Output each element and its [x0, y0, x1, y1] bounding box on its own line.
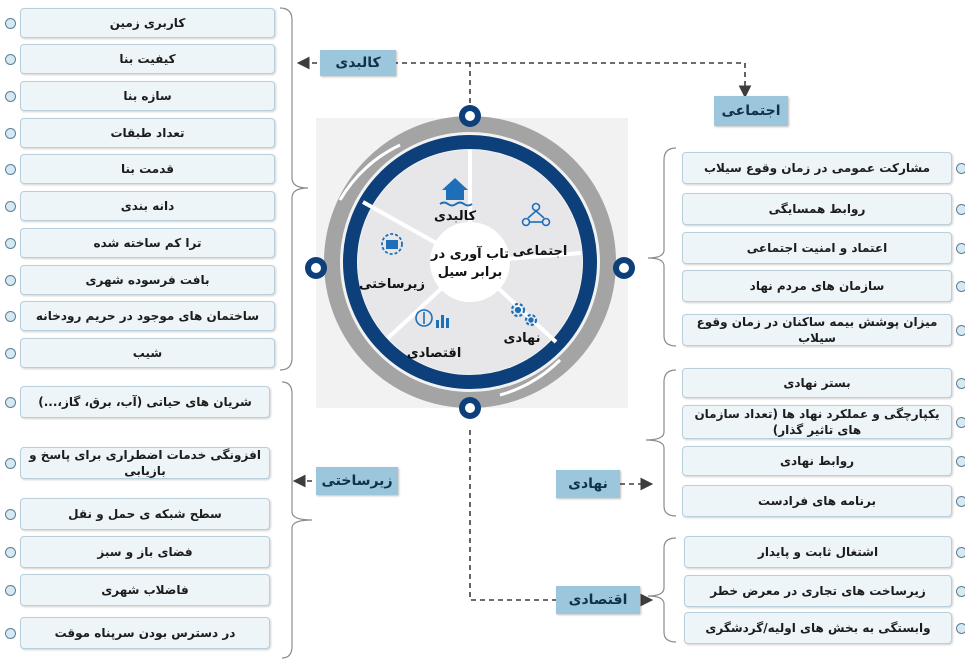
infrastructure-indicator-box: در دسترس بودن سرپناه موقت	[20, 617, 270, 649]
dark-blue-ring	[343, 135, 597, 389]
bullet-dot	[5, 53, 16, 65]
institutional-indicator-box: بستر نهادی	[682, 368, 952, 398]
institutional-indicator-box: برنامه های فرادست	[682, 485, 952, 517]
factory-icon	[381, 233, 403, 255]
economic-indicator-box: اشتغال ثابت و پایدار	[684, 536, 952, 568]
segment-label-physical: کالبدی	[434, 209, 476, 224]
center-title-line1: تاب آوری در	[430, 245, 509, 262]
bullet-dot	[5, 237, 16, 249]
center-circle	[430, 222, 510, 302]
bullet-dot	[956, 416, 965, 428]
category-label-social: اجتماعی	[714, 96, 788, 126]
infrastructure-indicator-box: افزونگی خدمات اضطراری برای پاسخ و بازیاب…	[20, 447, 270, 479]
house-icon	[439, 178, 473, 207]
bullet-dot	[5, 457, 16, 469]
physical-indicator-box: کاربری زمین	[20, 8, 275, 38]
bullet-dot	[956, 162, 965, 174]
category-label-institutional: نهادی	[556, 470, 620, 498]
infrastructure-indicator-box: شریان های حیاتی (آب، برق، گاز،...)	[20, 386, 270, 418]
physical-indicator-box: بافت فرسوده شهری	[20, 265, 275, 295]
infrastructure-indicator-box: فاضلاب شهری	[20, 574, 270, 606]
social-indicator-box: اعتماد و امنیت اجتماعی	[682, 232, 952, 264]
bullet-dot	[956, 455, 965, 467]
physical-bracket	[279, 7, 309, 371]
bullet-dot	[956, 495, 965, 507]
physical-indicator-box: ترا کم ساخته شده	[20, 228, 275, 258]
physical-indicator-box: کیفیت بنا	[20, 44, 275, 74]
bullet-dot	[5, 396, 16, 408]
bullet-dot	[5, 310, 16, 322]
connector-economic	[469, 430, 654, 607]
ring-accent	[338, 143, 401, 201]
bullet-dot	[956, 622, 965, 634]
economy-icon	[415, 309, 449, 328]
economic-bracket	[647, 537, 677, 643]
bullet-dot	[5, 627, 16, 639]
bullet-dot	[956, 585, 965, 597]
bullet-dot	[5, 90, 16, 102]
bullet-dot	[956, 242, 965, 254]
bullet-dot	[5, 584, 16, 596]
physical-indicator-box: شیب	[20, 338, 275, 368]
segment-label-institutional: نهادی	[504, 331, 541, 346]
infrastructure-bracket	[281, 381, 313, 659]
bullet-dot	[956, 546, 965, 558]
bullet-dot	[956, 324, 965, 336]
segment-label-infrastructure: زیرساختی	[359, 277, 425, 292]
category-label-infrastructure: زیرساختی	[316, 467, 398, 495]
category-label-physical: کالبدی	[320, 50, 396, 76]
social-bracket	[647, 147, 677, 347]
bullet-dot	[5, 508, 16, 520]
center-title-line2: برابر سیل	[438, 265, 503, 280]
physical-indicator-box: سازه بنا	[20, 81, 275, 111]
social-indicator-box: مشارکت عمومی در زمان وقوع سیلاب	[682, 152, 952, 184]
segment-label-social: اجتماعی	[513, 244, 568, 259]
social-indicator-box: میزان پوشش بیمه ساکنان در زمان وقوع سیلا…	[682, 314, 952, 346]
economic-indicator-box: زیرساخت های تجاری در معرض خطر	[684, 575, 952, 607]
people-network-icon	[521, 202, 551, 227]
institutional-indicator-box: یکپارچگی و عملکرد نهاد ها (تعداد سازمان …	[682, 405, 952, 439]
infrastructure-indicator-box: سطح شبکه ی حمل و نقل	[20, 498, 270, 530]
bullet-dot	[956, 280, 965, 292]
gears-icon	[510, 302, 538, 327]
bullet-dot	[5, 347, 16, 359]
infrastructure-indicator-box: فضای باز و سبز	[20, 536, 270, 568]
physical-indicator-box: ساختمان های موجود در حریم رودخانه	[20, 301, 275, 331]
ring-accent	[499, 358, 562, 397]
bullet-dot	[5, 546, 16, 558]
category-label-economic: اقتصادی	[556, 586, 640, 614]
physical-indicator-box: قدمت بنا	[20, 154, 275, 184]
bullet-dot	[5, 17, 16, 29]
economic-indicator-box: وابستگی به بخش های اولیه/گردشگری	[684, 612, 952, 644]
bullet-dot	[956, 203, 965, 215]
social-indicator-box: سازمان های مردم نهاد	[682, 270, 952, 302]
connector-social	[469, 62, 752, 112]
bullet-dot	[5, 274, 16, 286]
institutional-indicator-box: روابط نهادی	[682, 446, 952, 476]
physical-indicator-box: تعداد طبقات	[20, 118, 275, 148]
physical-indicator-box: دانه بندی	[20, 191, 275, 221]
segment-label-economic: اقتصادی	[407, 346, 462, 361]
bullet-dot	[5, 200, 16, 212]
institutional-bracket	[645, 369, 677, 517]
bullet-dot	[5, 127, 16, 139]
bullet-dot	[5, 163, 16, 175]
bullet-dot	[956, 377, 965, 389]
social-indicator-box: روابط همسایگی	[682, 193, 952, 225]
